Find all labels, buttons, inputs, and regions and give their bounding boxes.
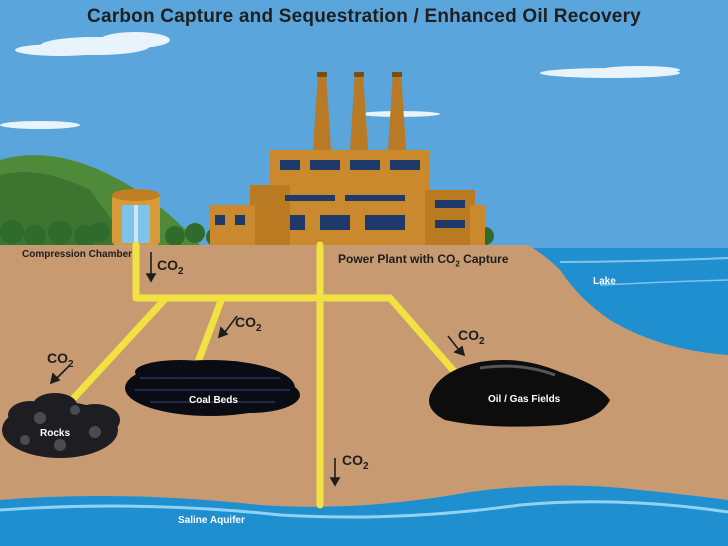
compression-chamber-label: Compression Chamber bbox=[22, 249, 133, 260]
down-arrow-icon bbox=[49, 364, 71, 385]
coal-beds-label: Coal Beds bbox=[189, 395, 238, 406]
down-arrow-icon bbox=[329, 458, 341, 487]
oil-gas-fields-label: Oil / Gas Fields bbox=[488, 394, 561, 405]
power-plant bbox=[210, 72, 485, 245]
lake bbox=[528, 248, 728, 355]
co2-pipelines bbox=[68, 241, 464, 509]
down-arrow-icon bbox=[217, 315, 238, 339]
cloud-icon bbox=[15, 32, 170, 56]
cloud-icon bbox=[0, 121, 80, 129]
compression-chamber-tank bbox=[112, 189, 160, 245]
co2-label: CO2 bbox=[157, 257, 184, 277]
ground bbox=[0, 245, 728, 546]
lake-label: Lake bbox=[593, 276, 616, 287]
oil-gas-field bbox=[429, 359, 610, 427]
saline-aquifer-label: Saline Aquifer bbox=[178, 515, 245, 526]
down-arrow-icon bbox=[145, 252, 157, 283]
page-title: Carbon Capture and Sequestration / Enhan… bbox=[87, 6, 641, 27]
co2-label: CO2 bbox=[235, 314, 262, 334]
co2-label: CO2 bbox=[458, 327, 485, 347]
rocks-label: Rocks bbox=[40, 428, 71, 439]
co2-label: CO2 bbox=[342, 452, 369, 472]
co2-label: CO2 bbox=[47, 350, 74, 370]
rocks bbox=[2, 393, 120, 458]
cloud-icon bbox=[540, 66, 680, 78]
power-plant-label: Power Plant with CO2 Capture bbox=[338, 252, 509, 269]
down-arrow-icon bbox=[447, 335, 466, 357]
